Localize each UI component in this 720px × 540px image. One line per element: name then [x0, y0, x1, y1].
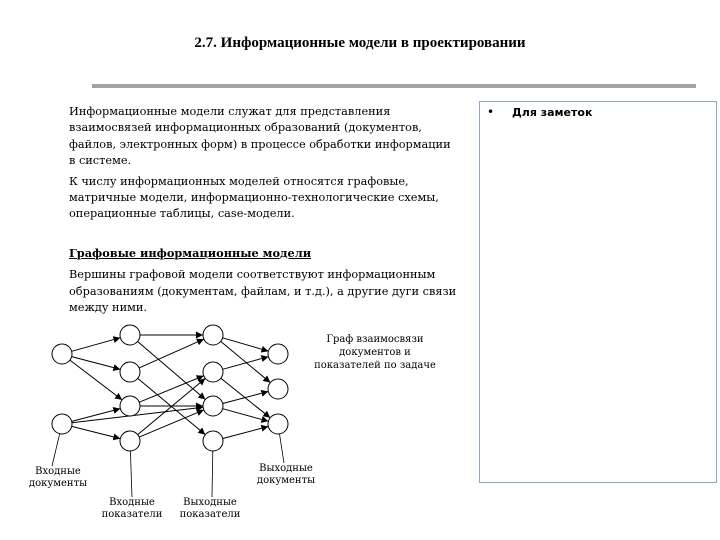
caption-line: документов и — [339, 347, 411, 358]
graph-node — [119, 430, 141, 452]
graph-caption: Граф взаимосвязи документов и показателе… — [310, 333, 440, 372]
text-line: между ними. — [69, 301, 148, 315]
notes-label: Для заметок — [512, 106, 593, 119]
label-input-indicators: Входные показатели — [101, 497, 163, 520]
graph-node — [267, 413, 289, 435]
graph-edge — [71, 356, 121, 372]
graph-edge — [220, 341, 271, 383]
text-line: Вершины графовой модели соответствуют ин… — [69, 268, 436, 282]
graph-edge — [139, 375, 204, 403]
label-input-documents: Входные документы — [28, 466, 88, 489]
label-leader-line — [211, 450, 214, 498]
caption-line: Граф взаимосвязи — [326, 334, 424, 345]
graph-edge — [138, 338, 205, 369]
graph-edge — [222, 424, 269, 439]
text-line: в системе. — [69, 154, 132, 168]
graph-node — [267, 343, 289, 365]
graph-node — [202, 324, 224, 346]
main-text: Информационные модели служат для предста… — [69, 104, 464, 320]
text-line: операционные таблицы, case-модели. — [69, 207, 295, 221]
caption-line: показателей по задаче — [314, 360, 436, 371]
label-leader-line — [51, 433, 61, 467]
text-line: образованиям (документам, файлам, и т.д.… — [69, 284, 457, 298]
graph-node — [267, 378, 289, 400]
graph-edge — [69, 359, 123, 401]
title-divider — [92, 84, 696, 88]
graph-edge — [222, 408, 269, 423]
slide-title: 2.7. Информационные модели в проектирова… — [194, 35, 526, 51]
label-leader-line — [130, 450, 133, 498]
text-line: матричные модели, информационно-технолог… — [69, 191, 439, 205]
graph-edge — [139, 409, 204, 438]
graph-node — [202, 395, 224, 417]
graph-edge — [71, 336, 121, 352]
graph-node — [119, 324, 141, 346]
graph-edge — [71, 425, 121, 441]
label-leader-line — [279, 433, 285, 464]
paragraph-types: К числу информационных моделей относятся… — [69, 174, 464, 223]
graph-edge — [71, 406, 121, 422]
bullet-icon: • — [487, 105, 495, 119]
graph-node — [202, 361, 224, 383]
graph-node — [119, 395, 141, 417]
text-line: К числу информационных моделей относятся… — [69, 174, 409, 188]
graph-edge — [222, 355, 269, 370]
paragraph-vertices: Вершины графовой модели соответствуют ин… — [69, 267, 464, 316]
label-output-indicators: Выходные показатели — [179, 497, 241, 520]
graph-edge — [137, 378, 206, 435]
text-line: взаимосвязей информационных образований … — [69, 121, 422, 135]
label-output-documents: Выходные документы — [256, 463, 316, 486]
graph-node — [119, 361, 141, 383]
graph-node — [202, 430, 224, 452]
graph-node — [51, 413, 73, 435]
graph-edge — [222, 389, 269, 404]
notes-box: • Для заметок — [479, 101, 717, 483]
section-heading: Графовые информационные модели — [69, 245, 312, 260]
text-line: файлов, электронных форм) в процессе обр… — [69, 137, 451, 151]
graph-edge — [71, 404, 204, 424]
paragraph-purpose: Информационные модели служат для предста… — [69, 104, 464, 170]
text-line: Информационные модели служат для предста… — [69, 105, 391, 118]
graph-edge — [137, 341, 206, 400]
graph-edge — [222, 337, 269, 353]
graph-node — [51, 343, 73, 365]
